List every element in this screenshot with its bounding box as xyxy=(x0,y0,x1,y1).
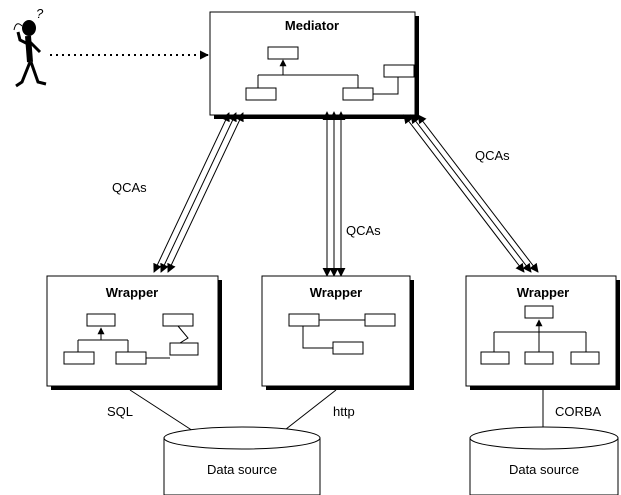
qcas-left-label: QCAs xyxy=(112,180,147,195)
wrapper-middle-box: Wrapper xyxy=(261,275,414,390)
wrapper-left-box: Wrapper xyxy=(46,275,222,390)
wrapper-left-schema-icon xyxy=(63,313,199,365)
wrapper-middle-schema-icon xyxy=(288,313,396,355)
wrapper-right-title: Wrapper xyxy=(517,285,570,300)
qcas-left-arrows xyxy=(153,112,244,273)
data-source-left-label: Data source xyxy=(207,462,277,477)
wrapper-middle-title: Wrapper xyxy=(310,285,363,300)
user-figure-icon: ? xyxy=(13,6,47,88)
question-mark: ? xyxy=(36,6,44,21)
data-source-left-cylinder: Data source xyxy=(163,426,321,495)
data-source-right-cylinder: Data source xyxy=(469,426,619,495)
corba-label: CORBA xyxy=(555,404,602,419)
qcas-right-label: QCAs xyxy=(475,148,510,163)
mediator-box: Mediator xyxy=(209,11,419,119)
qcas-middle-label: QCAs xyxy=(346,223,381,238)
qcas-middle-arrows xyxy=(322,111,346,277)
wrapper-right-box: Wrapper xyxy=(465,275,620,390)
wrapper-right-schema-icon xyxy=(480,305,600,365)
sql-label: SQL xyxy=(107,404,133,419)
qcas-right-arrows xyxy=(403,114,539,273)
wrapper-left-title: Wrapper xyxy=(106,285,159,300)
mediator-title: Mediator xyxy=(285,18,339,33)
data-source-right-label: Data source xyxy=(509,462,579,477)
http-label: http xyxy=(333,404,355,419)
mediator-schema-icon xyxy=(245,46,415,101)
